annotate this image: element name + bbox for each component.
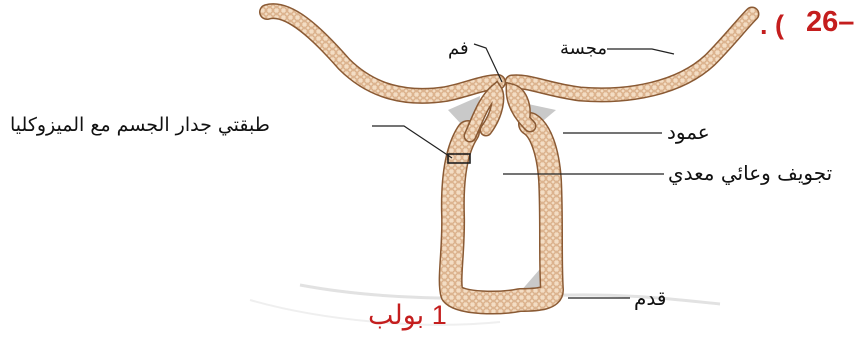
label-gastrovascular-cavity: تجويف وعائي معدي	[668, 161, 832, 185]
label-foot: قدم	[634, 286, 666, 310]
leader-body-wall	[372, 126, 452, 158]
label-mouth: فم	[448, 38, 469, 59]
figure-caption: 1 بولب	[368, 300, 447, 331]
leader-tentacle	[607, 49, 674, 54]
label-tentacle: مجسة	[560, 38, 607, 59]
figure-number-marks: . (	[760, 10, 784, 41]
mouth-lip-right-cells	[512, 90, 530, 126]
label-body-wall: طبقتي جدار الجسم مع الميزوكليا	[10, 114, 270, 136]
tentacle-right-cells	[512, 14, 752, 95]
figure-number: 26–	[806, 6, 854, 39]
label-column: عمود	[667, 120, 710, 144]
